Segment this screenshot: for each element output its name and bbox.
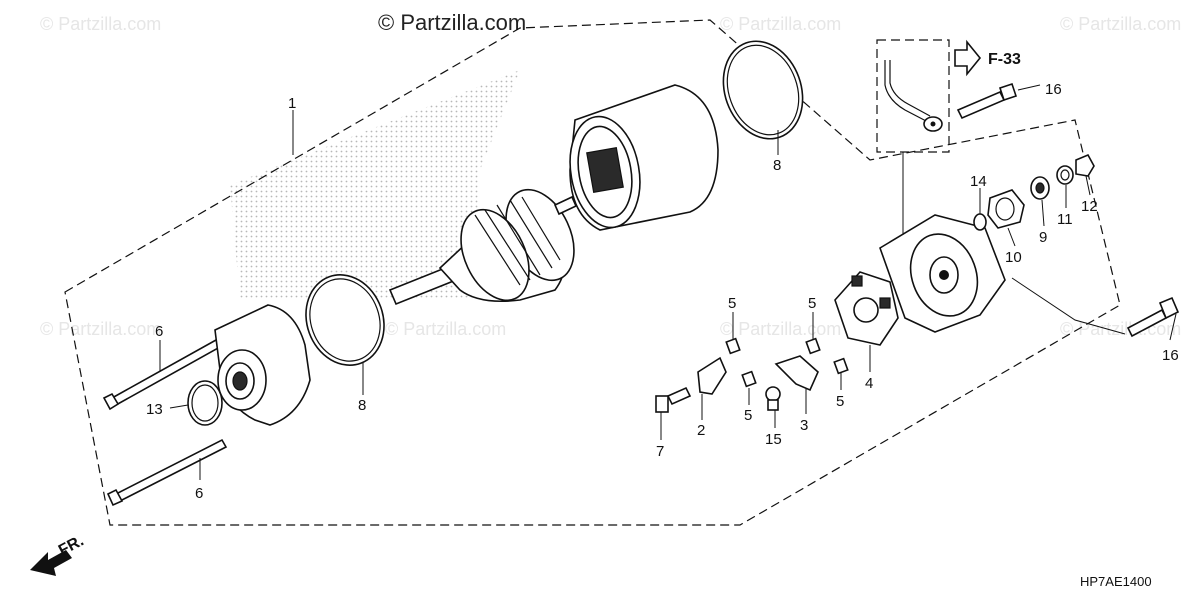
front-cover (214, 304, 311, 426)
wire-box-outline (876, 39, 950, 153)
screw-15 (765, 386, 781, 411)
brush-3 (774, 355, 819, 392)
callout-2: 2 (697, 422, 705, 439)
bolt-16-upper (956, 82, 1018, 120)
callout-15: 15 (765, 431, 782, 448)
callout-10: 10 (1005, 249, 1022, 266)
leader-lines (159, 84, 1177, 480)
o-ring-8-left (305, 274, 385, 366)
callout-1: 1 (288, 95, 296, 112)
diagram-code: HP7AE1400 (1080, 574, 1152, 589)
brush-holder (834, 271, 899, 346)
callout-5: 5 (836, 393, 844, 410)
armature (388, 188, 578, 306)
callout-11: 11 (1057, 211, 1073, 228)
callout-labels: 1 2 3 4 5 5 5 5 6 6 7 8 8 9 10 11 12 13 … (146, 81, 1179, 502)
o-ring-13 (187, 380, 223, 426)
screw-7 (655, 386, 692, 413)
callout-5: 5 (744, 407, 752, 424)
callout-16: 16 (1162, 347, 1179, 364)
callout-3: 3 (800, 417, 808, 434)
ground-wire (884, 60, 943, 132)
brush-2 (697, 356, 727, 395)
bolt-16-lower (1126, 296, 1180, 338)
nut-10 (987, 189, 1025, 229)
spring-5-a (725, 337, 741, 355)
watermark-text: © Partzilla.com (720, 14, 841, 34)
callout-9: 9 (1039, 229, 1047, 246)
callout-8: 8 (358, 397, 366, 414)
assembly-outline (64, 19, 1121, 526)
callout-6: 6 (155, 323, 163, 340)
wing-logo-watermark (230, 70, 520, 300)
callout-4: 4 (865, 375, 873, 392)
watermark-text: © Partzilla.com (1060, 14, 1181, 34)
spring-5-d (833, 357, 849, 375)
motor-case (569, 84, 719, 231)
partzilla-watermark: © Partzilla.com (378, 10, 526, 35)
rear-cover (879, 214, 1006, 333)
watermark-text: © Partzilla.com (40, 14, 161, 34)
long-bolt-lower (106, 438, 228, 507)
washer-14 (973, 213, 987, 231)
callout-5: 5 (808, 295, 816, 312)
spring-5-b (805, 337, 821, 355)
callout-7: 7 (656, 443, 664, 460)
spring-5-c (741, 370, 757, 388)
watermark-text: © Partzilla.com (40, 319, 161, 339)
callout-16: 16 (1045, 81, 1062, 98)
callout-12: 12 (1081, 198, 1098, 215)
faint-watermarks: © Partzilla.com © Partzilla.com © Partzi… (40, 14, 1181, 339)
watermark-text: © Partzilla.com (720, 319, 841, 339)
callout-13: 13 (146, 401, 163, 418)
reference-arrow: F-33 (954, 39, 1021, 77)
washer-11 (1056, 165, 1074, 185)
watermark-text: © Partzilla.com (385, 319, 506, 339)
callout-14: 14 (970, 173, 987, 190)
callout-8: 8 (773, 157, 781, 174)
callout-5: 5 (728, 295, 736, 312)
nut-12 (1075, 153, 1095, 177)
reference-label: F-33 (988, 51, 1021, 68)
callout-6: 6 (195, 485, 203, 502)
o-ring-8-right (722, 40, 804, 140)
front-direction-arrow: FR. (30, 532, 87, 576)
